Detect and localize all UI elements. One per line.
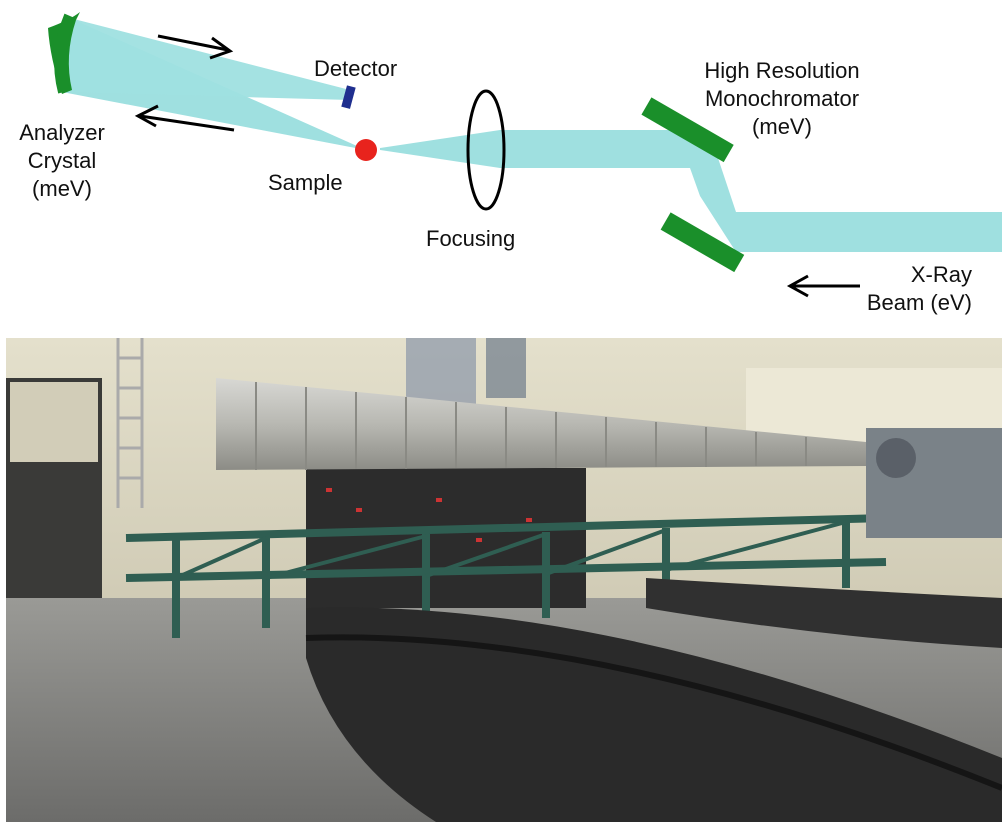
xray-beam xyxy=(380,130,1002,252)
analyzer-label-2: Crystal xyxy=(27,148,97,173)
detector-label: Detector xyxy=(314,56,398,81)
sample-dot xyxy=(355,139,377,161)
focusing-lens xyxy=(466,89,506,211)
analyzed-beam xyxy=(62,18,350,100)
mono-label-3: (meV) xyxy=(752,114,812,139)
arrow-right-icon xyxy=(157,34,234,60)
xray-label-1: X-Ray xyxy=(910,262,972,287)
mono-crystal-lower xyxy=(660,212,745,273)
photo-svg xyxy=(6,338,1002,822)
schematic-svg xyxy=(48,12,1002,298)
analyzer-label-3: (meV) xyxy=(32,176,92,201)
arrow-xray-icon xyxy=(786,274,860,298)
mono-crystal-upper xyxy=(641,97,734,163)
xray-label-2: Beam (eV) xyxy=(866,290,972,315)
spectrometer-schematic: Detector Analyzer Crystal (meV) Sample F… xyxy=(0,0,1002,330)
focusing-label: Focusing xyxy=(426,226,516,251)
detector-rect xyxy=(341,85,356,109)
spectrometer-photo xyxy=(6,338,1002,822)
mono-label-2: Monochromator xyxy=(704,86,860,111)
sample-label: Sample xyxy=(268,170,343,195)
arrow-left-icon xyxy=(134,104,235,132)
mono-label-1: High Resolution xyxy=(704,58,860,83)
analyzer-label-1: Analyzer xyxy=(19,120,105,145)
analyzer-crystal-arc xyxy=(54,13,76,94)
